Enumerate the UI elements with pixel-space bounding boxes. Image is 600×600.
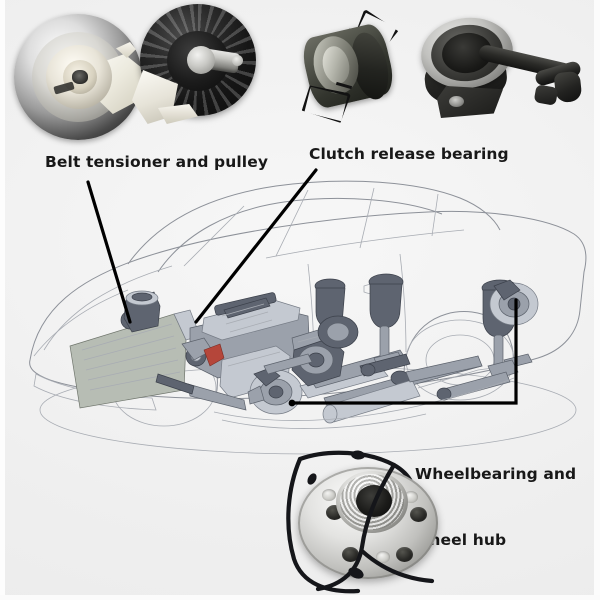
photo-clutch-release-bearing (296, 12, 404, 128)
poster-edge-right (594, 0, 600, 600)
abs-sensor-cable-front (315, 462, 435, 592)
car-cutaway-svg (29, 180, 587, 455)
wheel-stud (342, 547, 359, 562)
photo-idler-pulley (132, 0, 262, 132)
photo-belt-tensioner-pulley (8, 2, 158, 147)
wheel-stud (410, 507, 427, 522)
poster-edge-left (0, 0, 5, 600)
label-clutch-release-bearing: Clutch release bearing (309, 145, 509, 163)
label-wheel-bearing-line1: Wheelbearing and (415, 465, 577, 483)
label-wheel-bearing: Wheelbearing and wheel hub (415, 419, 576, 595)
csc-pipe-tip (533, 84, 559, 106)
poster-edge-bottom (0, 595, 600, 600)
hub-flange-lip (298, 467, 438, 579)
wheel-stud (396, 547, 413, 562)
car-chassis-cutaway-illustration (8, 160, 592, 460)
csc-pipe-connector (553, 70, 583, 104)
idler-bolt-tip (232, 55, 243, 66)
csc-mounting-foot (437, 86, 503, 118)
hub-bolt-hole (376, 551, 390, 563)
csc-mounting-eye (449, 96, 464, 107)
tensioner-bore (72, 70, 88, 84)
photo-wheel-hub-bearing (282, 447, 452, 595)
label-belt-tensioner: Belt tensioner and pulley (45, 153, 269, 171)
front-wheel-hub-mech (247, 367, 303, 415)
idler-bolt-head (187, 46, 215, 74)
rear-wheel-hub-mech (489, 279, 539, 326)
hub-bolt-hole (322, 489, 336, 501)
photo-concentric-slave-cylinder (415, 11, 585, 126)
